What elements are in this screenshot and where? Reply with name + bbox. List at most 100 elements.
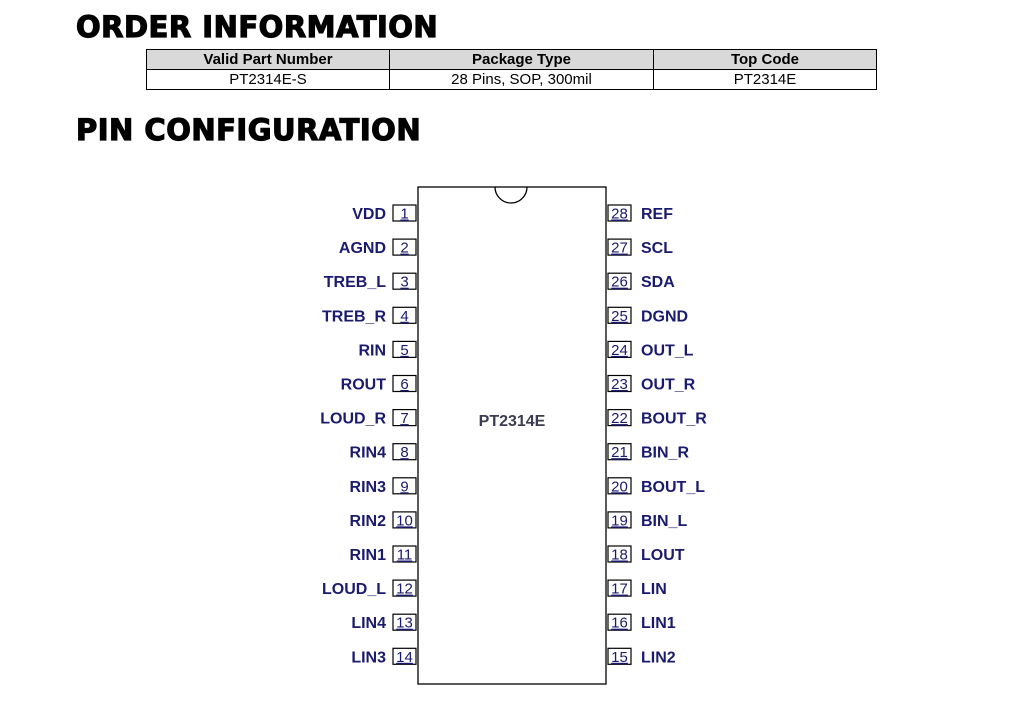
pin-name: LIN1 xyxy=(641,615,676,632)
pin-name: LIN2 xyxy=(641,649,676,666)
pin-box xyxy=(607,647,632,665)
pin-box xyxy=(392,613,417,631)
pin-22: 22 BOUT_R xyxy=(607,409,707,428)
pin-number: 12 xyxy=(396,581,413,598)
pin-2: 2 AGND xyxy=(339,238,417,257)
pin-number: 26 xyxy=(611,274,628,291)
pin-number: 25 xyxy=(611,308,628,325)
pin-number: 10 xyxy=(396,512,413,529)
pin-name: BOUT_L xyxy=(641,479,705,496)
pin-number: 9 xyxy=(400,478,408,495)
pin-number: 16 xyxy=(611,615,628,632)
pin-name: TREB_R xyxy=(322,308,386,325)
pin-name: RIN2 xyxy=(350,513,387,530)
pin-10: 10 RIN2 xyxy=(350,511,417,530)
chip-label: PT2314E xyxy=(479,413,546,430)
pin-name: OUT_R xyxy=(641,377,696,394)
pin-box xyxy=(607,613,632,631)
pin-16: 16 LIN1 xyxy=(607,613,676,632)
pin-number: 15 xyxy=(611,649,628,666)
pin-name: REF xyxy=(641,206,673,223)
pin-box xyxy=(607,374,632,393)
pin-name: AGND xyxy=(339,240,386,257)
chip-body xyxy=(417,186,607,685)
pin-number: 28 xyxy=(611,206,628,223)
pin-28: 28 REF xyxy=(607,204,673,223)
order-information-heading: ORDER INFORMATION xyxy=(75,9,439,44)
pin-24: 24 OUT_L xyxy=(607,340,694,359)
pin-number: 18 xyxy=(611,547,628,564)
pin-box xyxy=(392,306,417,324)
pin-box xyxy=(392,443,417,461)
pin-name: RIN4 xyxy=(350,445,387,462)
pin-name: RIN3 xyxy=(350,479,387,496)
pin-box xyxy=(392,409,417,427)
pin-box xyxy=(607,443,632,461)
pin-9: 9 RIN3 xyxy=(350,477,417,496)
pin-17: 17 LIN xyxy=(607,579,667,598)
pin-name: LOUT xyxy=(641,547,685,564)
pin-box xyxy=(607,511,632,529)
pin-number: 21 xyxy=(611,444,628,461)
order-information-table: Valid Part Number Package Type Top Code … xyxy=(146,49,877,90)
pin-number: 3 xyxy=(400,274,408,291)
pin-14: 14 LIN3 xyxy=(351,647,417,666)
pin-name: LIN3 xyxy=(351,649,386,666)
pin-box xyxy=(607,545,632,563)
pin-box xyxy=(607,409,632,427)
cell-part-number: PT2314E-S xyxy=(146,69,390,90)
pin-box xyxy=(392,238,417,256)
cell-package-type: 28 Pins, SOP, 300mil xyxy=(389,69,654,90)
chip-notch xyxy=(494,186,528,204)
pin-number: 19 xyxy=(611,512,628,529)
pin-21: 21 BIN_R xyxy=(607,443,689,462)
pin-box xyxy=(607,204,632,222)
pin-box xyxy=(392,579,417,597)
pin-box xyxy=(392,374,417,393)
pin-name: ROUT xyxy=(341,377,387,394)
pin-number: 5 xyxy=(400,342,408,359)
pin-number: 6 xyxy=(400,376,408,393)
pin-box xyxy=(392,340,417,358)
pin-number: 24 xyxy=(611,342,628,359)
pin-name: BIN_R xyxy=(641,445,689,462)
pin-box xyxy=(392,647,417,665)
table-header-row: Valid Part Number Package Type Top Code xyxy=(146,49,877,70)
pin-number: 17 xyxy=(611,581,628,598)
pin-name: OUT_L xyxy=(641,342,694,359)
pin-23: 23 OUT_R xyxy=(607,374,696,394)
pin-number: 22 xyxy=(611,410,628,427)
pin-box xyxy=(607,579,632,597)
pin-18: 18 LOUT xyxy=(607,545,685,564)
pin-name: SDA xyxy=(641,274,675,291)
pin-number: 2 xyxy=(400,240,408,257)
pin-box xyxy=(607,238,632,256)
pin-box xyxy=(392,204,417,222)
pin-number: 4 xyxy=(400,308,408,325)
table-row: PT2314E-S 28 Pins, SOP, 300mil PT2314E xyxy=(146,69,877,90)
pin-26: 26 SDA xyxy=(607,272,675,291)
pin-name: LIN xyxy=(641,581,667,598)
pin-number: 20 xyxy=(611,478,628,495)
pin-6: 6 ROUT xyxy=(341,374,417,394)
pin-name: BOUT_R xyxy=(641,411,707,428)
pin-name: SCL xyxy=(641,240,673,257)
pin-number: 13 xyxy=(396,615,413,632)
pin-name: TREB_L xyxy=(324,274,386,291)
pin-20: 20 BOUT_L xyxy=(607,477,705,496)
pin-number: 7 xyxy=(400,410,408,427)
pin-number: 14 xyxy=(396,649,413,666)
pin-4: 4 TREB_R xyxy=(322,306,417,325)
pin-number: 23 xyxy=(611,376,628,393)
